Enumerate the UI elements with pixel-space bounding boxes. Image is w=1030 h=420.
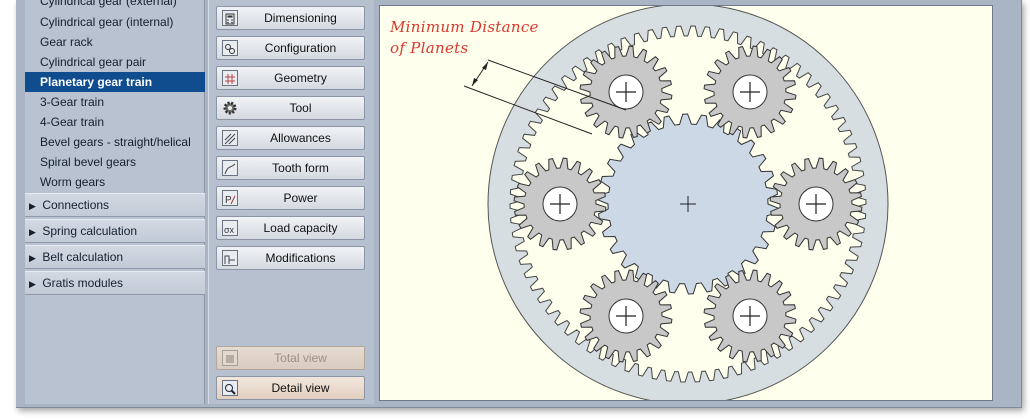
gear-icon [222,100,238,116]
modifications-icon [222,250,238,266]
input-button-panel: Dimensioning Configuration Geometry Tool… [208,0,374,404]
dimension-arrow [482,62,488,70]
planet-center-mark [616,306,636,326]
planet-center-mark [806,194,826,214]
dimension-extension-line [463,85,593,135]
tooth-form-icon [222,160,238,176]
nav-item-3-gear-train[interactable]: 3-Gear train [40,95,105,109]
nav-item-spiral-bevel-gears[interactable]: Spiral bevel gears [40,155,137,169]
calculator-icon [222,10,238,26]
nav-item-gear-rack[interactable]: Gear rack [40,35,93,49]
detail-view-button[interactable]: Detail view [216,376,365,400]
nav-group-label: Spring calculation [42,224,138,238]
planetary-gear-drawing [463,3,889,405]
configuration-button[interactable]: Configuration [216,36,365,60]
module-navigation: Cylindrical gear (external) Cylindrical … [25,0,205,404]
dimension-arrow [472,78,478,86]
nav-group-label: Connections [42,198,110,212]
nav-group-gratis-modules[interactable]: ▶ Gratis modules [25,271,205,295]
allowances-icon [222,130,238,146]
magnifier-icon [222,380,238,396]
configuration-icon [222,40,238,56]
nav-group-label: Gratis modules [42,276,124,290]
allowances-button[interactable]: Allowances [216,126,365,150]
geometry-button[interactable]: Geometry [216,66,365,90]
grid-icon [222,70,238,86]
svg-text:σx: σx [224,225,235,235]
nav-item-bevel-gears[interactable]: Bevel gears - straight/helical [40,135,191,149]
tooth-form-button[interactable]: Tooth form [216,156,365,180]
planet-center-mark [740,82,760,102]
modifications-button[interactable]: Modifications [216,246,365,270]
load-capacity-button[interactable]: σx Load capacity [216,216,365,240]
sun-center-mark [680,196,696,212]
triangle-right-icon: ▶ [29,201,36,211]
nav-group-belt-calculation[interactable]: ▶ Belt calculation [25,245,205,269]
power-icon: P [222,190,238,206]
nav-item-cylindrical-gear-internal[interactable]: Cylindrical gear (internal) [40,15,174,29]
triangle-right-icon: ▶ [29,279,36,289]
dimension-extension-line [487,59,627,111]
planet-center-mark [550,194,570,214]
planet-center-mark [616,82,636,102]
nav-group-connections[interactable]: ▶ Connections [25,193,205,217]
svg-text:P: P [225,195,232,206]
tool-button[interactable]: Tool [216,96,365,120]
total-view-icon [222,350,238,366]
dimensioning-button[interactable]: Dimensioning [216,6,365,30]
triangle-right-icon: ▶ [29,227,36,237]
planet-center-mark [740,306,760,326]
nav-item-planetary-gear-train[interactable]: Planetary gear train [25,72,205,92]
nav-item-cylindrical-gear-external[interactable]: Cylindrical gear (external) [40,0,177,8]
total-view-button[interactable]: Total view [216,346,365,370]
nav-item-4-gear-train[interactable]: 4-Gear train [40,115,105,129]
nav-item-worm-gears[interactable]: Worm gears [40,175,106,189]
nav-item-cylindrical-gear-pair[interactable]: Cylindrical gear pair [40,55,147,69]
gear-drawing-area[interactable]: Minimum Distance of Planets [379,3,993,405]
nav-group-spring-calculation[interactable]: ▶ Spring calculation [25,219,205,243]
sigma-icon: σx [222,220,238,236]
triangle-right-icon: ▶ [29,253,36,263]
power-button[interactable]: P Power [216,186,365,210]
annotation-label: Minimum Distance of Planets [390,18,539,57]
nav-group-label: Belt calculation [42,250,124,264]
